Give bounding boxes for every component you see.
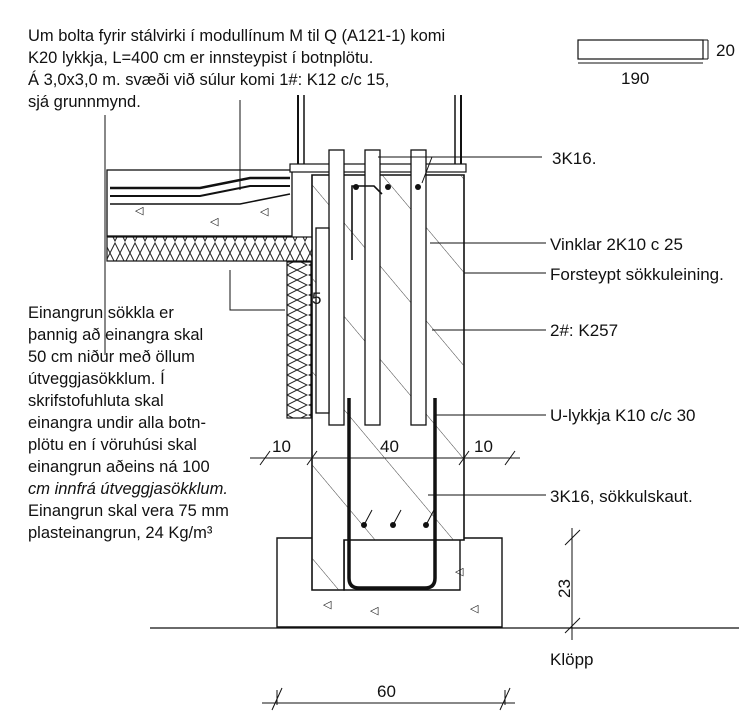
anchor-rods [297, 95, 462, 164]
callout-mesh: 2#: K257 [550, 321, 618, 340]
header-note-line-2: K20 lykkja, L=400 cm er innsteypist í bo… [28, 49, 373, 67]
legend-box-height-label: 20 [716, 41, 735, 60]
insulation-note-line-7: plötu en í vöruhúsi skal [28, 436, 197, 454]
floor-slab-body [106, 169, 293, 237]
top-bars [351, 184, 421, 260]
insulation-note-line-6: einangra undir alla botn- [28, 414, 206, 432]
insulation-note: Einangrun sökkla er þannig að einangra s… [28, 304, 229, 542]
callout-bottom-bars: 3K16, sökkulskaut. [550, 487, 693, 506]
legend-box-rect [577, 39, 704, 60]
slab-rebar-second [110, 185, 290, 197]
svg-text:◁: ◁ [260, 206, 269, 218]
header-note-line-3: Á 3,0x3,0 m. svæði við súlur komi 1#: K1… [28, 70, 389, 89]
callout-u-loop: U-lykkja K10 c/c 30 [550, 406, 696, 425]
header-note-line-1: Um bolta fyrir stálvirki í modullínum M … [28, 27, 445, 45]
dim-base-height: 23 [555, 579, 574, 598]
width-dimensions: 10 40 10 [250, 437, 520, 466]
callout-stirrups: Vinklar 2K10 c 25 [550, 235, 683, 254]
legend-box: 20 190 [577, 39, 735, 88]
header-note-line-4: sjá grunnmynd. [28, 93, 141, 111]
insulation-note-line-1: Einangrun sökkla er [28, 304, 174, 322]
dim-left-cover: 10 [272, 437, 291, 456]
insulation-note-line-4: útveggjasökklum. Í [28, 369, 165, 388]
svg-text:◁: ◁ [323, 599, 332, 611]
insulation-note-line-8: einangrun aðeins ná 100 [28, 458, 210, 476]
base-height-dimension: 23 [555, 528, 581, 640]
callout-rock: Klöpp [550, 650, 593, 669]
svg-text:◁: ◁ [370, 605, 379, 617]
insulation-note-line-9: cm innfrá útveggjasökklum. [28, 480, 228, 498]
wall-insulation [286, 261, 312, 419]
insulation-mark: 5 [312, 289, 321, 308]
legend-box-width-label: 190 [621, 69, 649, 88]
dim-right-cover: 10 [474, 437, 493, 456]
svg-text:◁: ◁ [470, 603, 479, 615]
callout-precast: Forsteypt sökkuleining. [550, 265, 724, 284]
base-pad: ◁ ◁ ◁ ◁ ◁ [276, 537, 503, 628]
leader-lines [104, 100, 546, 526]
svg-text:◁: ◁ [455, 566, 464, 578]
svg-text:◁: ◁ [135, 205, 144, 217]
callout-top-bars: 3K16. [552, 149, 596, 168]
slab-insulation [106, 236, 320, 262]
insulation-note-line-2: þannig að einangra skal [28, 326, 203, 344]
insulation-note-line-10: Einangrun skal vera 75 mm [28, 502, 229, 520]
svg-text:◁: ◁ [210, 216, 219, 228]
vertical-bars [315, 149, 427, 426]
insulation-note-line-3: 50 cm niður með öllum [28, 348, 195, 366]
dim-core: 40 [380, 437, 399, 456]
callout-labels: 3K16. Vinklar 2K10 c 25 Forsteypt sökkul… [550, 149, 724, 669]
header-note: Um bolta fyrir stálvirki í modullínum M … [28, 27, 445, 111]
insulation-note-line-5: skrifstofuhluta skal [28, 392, 164, 410]
slab-rebar-top [110, 176, 290, 190]
dim-base-width: 60 [377, 682, 396, 701]
u-loop-rebar [347, 398, 437, 590]
insulation-note-line-11: plasteinangrun, 24 Kg/m³ [28, 524, 213, 542]
floor-slab: ◁ ◁ ◁ [106, 169, 293, 237]
base-width-dimension: 60 [262, 682, 515, 711]
